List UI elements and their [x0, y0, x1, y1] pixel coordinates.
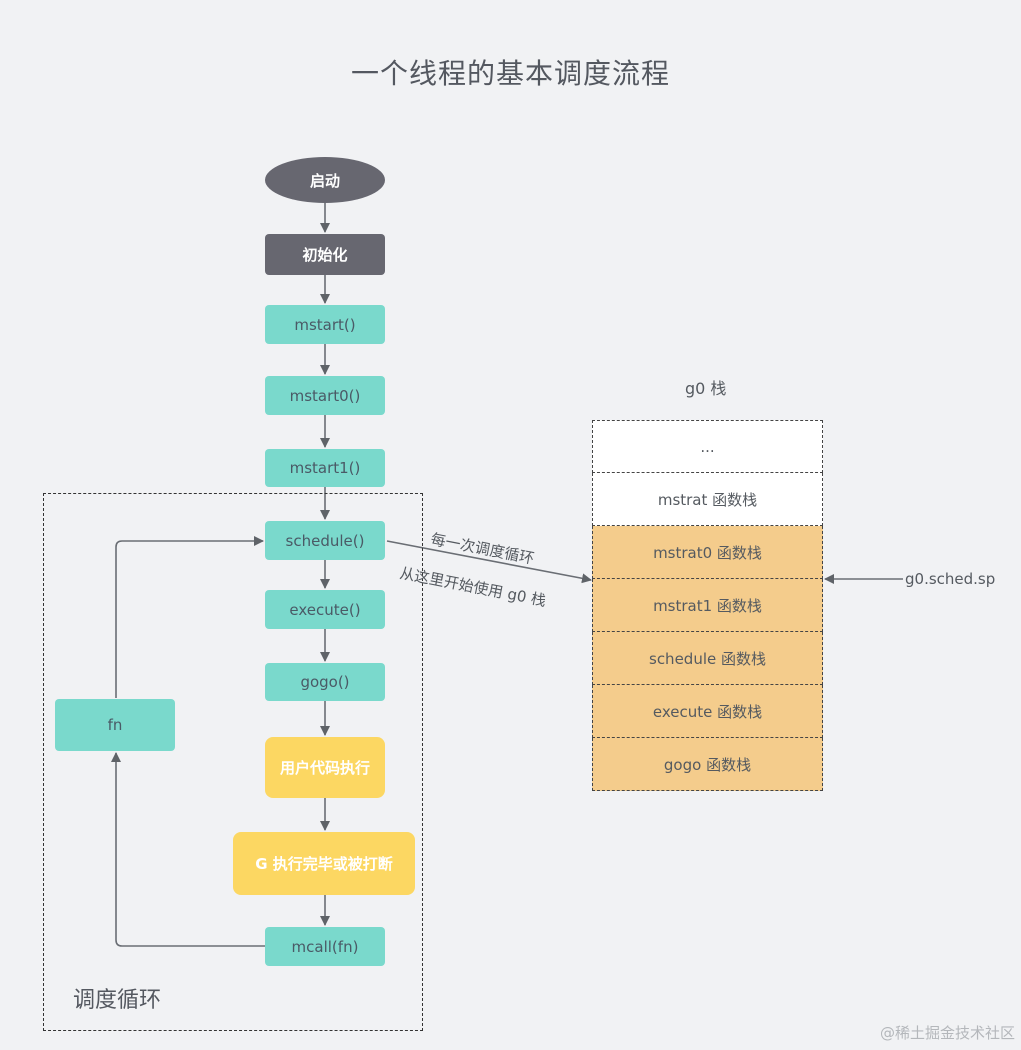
- stack-cell-mstrat1: mstrat1 函数栈: [592, 579, 823, 632]
- mstart0-node: mstart0(): [265, 376, 385, 415]
- g-done-node: G 执行完毕或被打断: [233, 832, 415, 895]
- start-node: 启动: [265, 157, 385, 203]
- stack-cell-schedule: schedule 函数栈: [592, 632, 823, 685]
- watermark: @稀土掘金技术社区: [879, 1024, 1015, 1042]
- stack-cell-mstrat0: mstrat0 函数栈: [592, 526, 823, 579]
- loop-label: 调度循环: [73, 988, 162, 1013]
- g0-stack-title: g0 栈: [685, 379, 727, 398]
- user-code-node: 用户代码执行: [265, 737, 385, 798]
- sched-sp-pointer-label: g0.sched.sp: [905, 570, 996, 588]
- init-node: 初始化: [265, 234, 385, 275]
- arrow-schedule-stack: [386, 540, 592, 584]
- mcall-node: mcall(fn): [265, 927, 385, 966]
- mstart-node: mstart(): [265, 305, 385, 344]
- diagram-title: 一个线程的基本调度流程: [350, 57, 670, 90]
- arrow-fn-schedule: [115, 536, 264, 698]
- execute-node: execute(): [265, 590, 385, 629]
- schedule-node: schedule(): [265, 521, 385, 560]
- stack-cell-ellipsis: ...: [592, 420, 823, 473]
- stack-cell-execute: execute 函数栈: [592, 685, 823, 738]
- stack-cell-mstrat: mstrat 函数栈: [592, 473, 823, 526]
- arrow-mcall-fn: [111, 752, 265, 947]
- gogo-node: gogo(): [265, 663, 385, 701]
- g0-stack: ... mstrat 函数栈 mstrat0 函数栈 mstrat1 函数栈 s…: [592, 420, 823, 791]
- mstart1-node: mstart1(): [265, 449, 385, 487]
- stack-cell-gogo: gogo 函数栈: [592, 738, 823, 791]
- schedule-loop-boundary: [43, 493, 423, 1031]
- fn-node: fn: [55, 699, 175, 751]
